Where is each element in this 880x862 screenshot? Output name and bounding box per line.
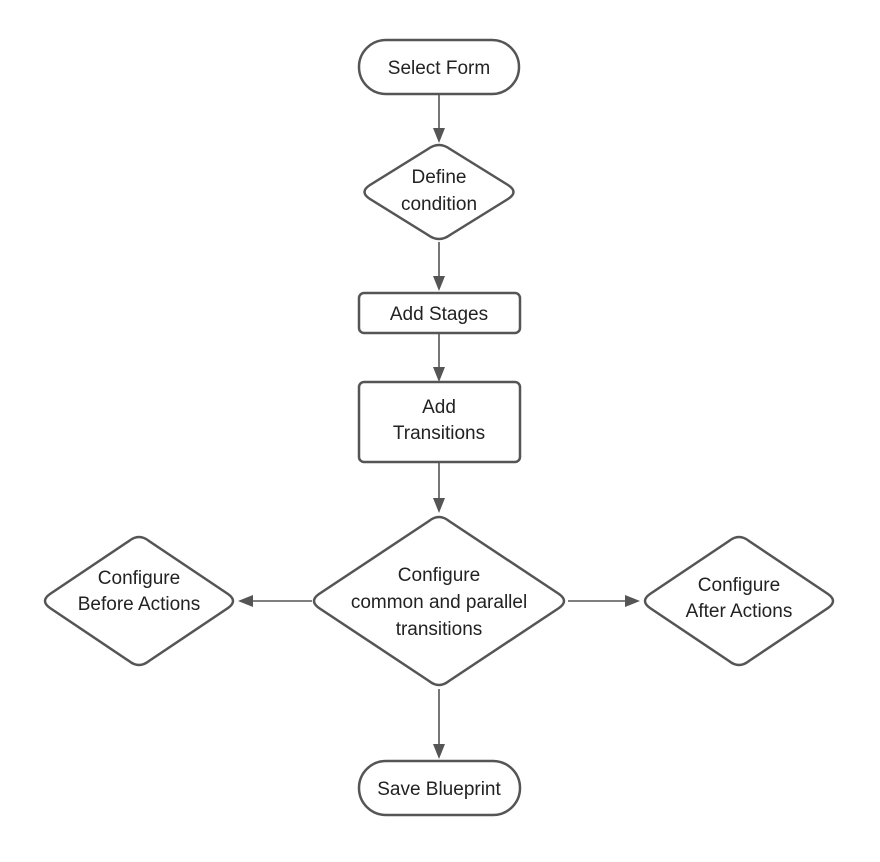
- connectors: [238, 94, 640, 759]
- node-select-form: Select Form: [357, 38, 521, 96]
- terminal-shape: [357, 38, 521, 96]
- decision-shape: [643, 535, 835, 667]
- node-configure-before-line2: Before Actions: [78, 594, 201, 615]
- node-configure-common-line2: common and parallel: [351, 592, 527, 613]
- node-configure-common-line1: Configure: [398, 565, 480, 586]
- decision-shape: [43, 535, 235, 667]
- node-save-blueprint: Save Blueprint: [357, 759, 522, 817]
- node-configure-after: Configure After Actions: [643, 535, 835, 667]
- node-select-form-label: Select Form: [388, 58, 490, 79]
- node-define-condition-line1: Define: [412, 167, 467, 188]
- arrowhead-configure-to-after: [625, 595, 640, 607]
- process-shape: [357, 291, 522, 335]
- node-configure-before-line1: Configure: [98, 568, 180, 589]
- arrowhead-define-to-stages: [433, 276, 445, 291]
- node-add-stages-label: Add Stages: [390, 304, 488, 325]
- node-define-condition-line2: condition: [401, 194, 477, 215]
- node-add-transitions-line1: Add: [422, 397, 456, 418]
- decision-shape: [312, 515, 566, 687]
- node-configure-common-line3: transitions: [396, 619, 483, 640]
- node-add-transitions: Add Transitions: [357, 380, 522, 464]
- arrowhead-transitions-to-configure: [433, 498, 445, 513]
- arrowhead-configure-to-before: [238, 595, 253, 607]
- arrowhead-select-to-define: [433, 128, 445, 143]
- node-add-transitions-line2: Transitions: [393, 423, 485, 444]
- node-configure-after-line2: After Actions: [686, 601, 793, 622]
- node-configure-after-line1: Configure: [698, 575, 780, 596]
- arrowhead-stages-to-transitions: [433, 367, 445, 382]
- node-configure-before: Configure Before Actions: [43, 535, 235, 667]
- node-configure-common: Configure common and parallel transition…: [312, 515, 566, 687]
- node-add-stages: Add Stages: [357, 291, 522, 335]
- terminal-shape: [357, 759, 522, 817]
- decision-shape: [363, 143, 515, 241]
- arrowhead-configure-to-save: [433, 744, 445, 759]
- process-shape: [357, 380, 522, 464]
- node-define-condition: Define condition: [363, 143, 515, 241]
- node-save-blueprint-label: Save Blueprint: [377, 779, 501, 800]
